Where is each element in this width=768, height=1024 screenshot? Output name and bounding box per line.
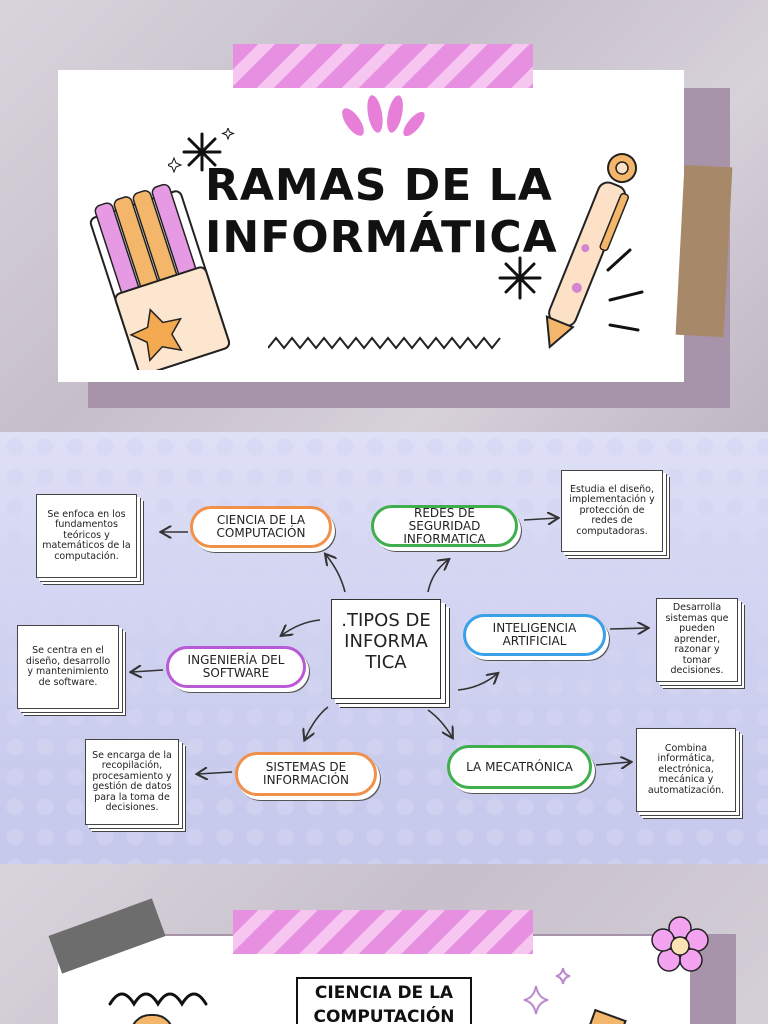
sparkle-icon xyxy=(498,256,542,300)
branch-inteligencia-artificial: INTELIGENCIA ARTIFICIAL xyxy=(463,614,606,656)
pen-box-illustration xyxy=(89,183,231,370)
sparkle-icon xyxy=(168,128,235,174)
sparkle-icon xyxy=(523,967,571,1015)
branch-mecatronica: LA MECATRÓNICA xyxy=(447,745,592,789)
pen-illustration xyxy=(545,153,644,349)
description-ingenieria-software: Se centra en el diseño, desarrollo y man… xyxy=(17,625,119,709)
description-redes-seguridad: Estudia el diseño, implementación y prot… xyxy=(561,470,663,552)
zigzag-divider xyxy=(268,336,501,350)
section-slide: CIENCIA DE LA COMPUTACIÓN xyxy=(0,864,768,1024)
branch-ciencia-computacion: CIENCIA DE LA COMPUTACIÓN xyxy=(190,506,332,548)
description-inteligencia-artificial: Desarrolla sistemas que pueden aprender,… xyxy=(656,598,738,682)
branch-redes-seguridad: REDES DE SEGURIDAD INFORMATICA xyxy=(371,505,518,547)
branch-sistemas-informacion: SISTEMAS DE INFORMACIÓN xyxy=(235,752,377,796)
description-ciencia-computacion: Se enfoca en los fundamentos teóricos y … xyxy=(36,494,137,578)
wave-doodle xyxy=(108,992,208,1007)
description-sistemas-informacion: Se encarga de la recopilación, procesami… xyxy=(85,739,179,825)
center-node: .TIPOS DE INFORMA TICA xyxy=(331,599,441,699)
pink-petals-icon xyxy=(342,95,425,137)
title-slide: RAMAS DE LA INFORMÁTICA xyxy=(0,0,768,432)
section-title: CIENCIA DE LA COMPUTACIÓN xyxy=(296,977,472,1024)
mind-map-slide: .TIPOS DE INFORMA TICA CIENCIA DE LA COM… xyxy=(0,432,768,864)
connector-arrows xyxy=(0,432,768,864)
description-mecatronica: Combina informática, electrónica, mecáni… xyxy=(636,728,736,812)
flower-icon xyxy=(651,916,709,972)
branch-ingenieria-software: INGENIERÍA DEL SOFTWARE xyxy=(166,646,306,688)
striped-tape xyxy=(233,910,533,954)
striped-tape xyxy=(233,44,533,88)
page-title: RAMAS DE LA INFORMÁTICA xyxy=(205,160,558,263)
kraft-tape xyxy=(675,164,733,338)
